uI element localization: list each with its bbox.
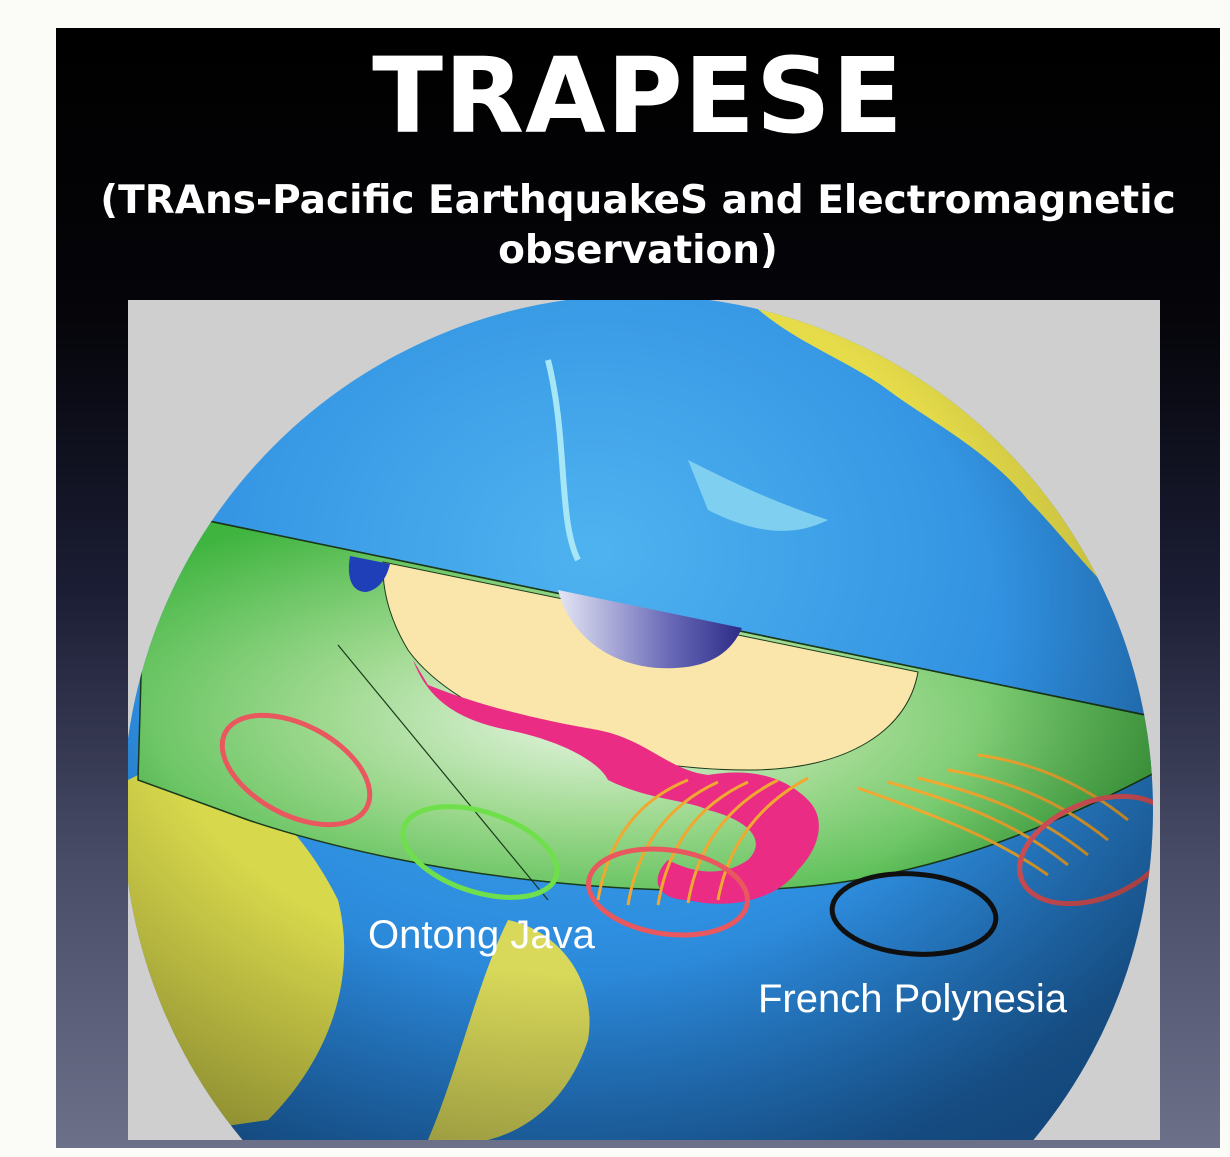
slide: TRAPESE (TRAns-Pacific EarthquakeS and E… xyxy=(56,28,1220,1148)
label-ontong-java: Ontong Java xyxy=(368,913,596,957)
land-red-peak xyxy=(218,336,254,380)
earth-cutaway-figure: Ontong Java French Polynesia xyxy=(128,300,1160,1140)
slide-subtitle: (TRAns-Pacific EarthquakeS and Electroma… xyxy=(100,178,1176,273)
globe-shading xyxy=(128,300,1153,1140)
globe-illustration: Ontong Java French Polynesia xyxy=(128,300,1153,1140)
label-french-polynesia: French Polynesia xyxy=(758,977,1068,1021)
slide-title: TRAPESE xyxy=(372,35,904,157)
